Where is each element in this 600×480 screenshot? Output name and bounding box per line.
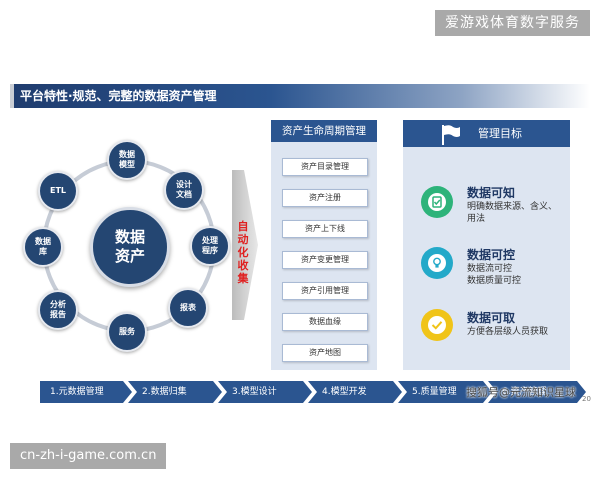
page-number: 20 bbox=[582, 395, 591, 403]
process-step: 5.质量管理 bbox=[398, 381, 492, 403]
process-step: 1.元数据管理 bbox=[40, 381, 132, 403]
node-design-doc: 设计文档 bbox=[164, 170, 204, 210]
node-database: 数据库 bbox=[23, 227, 63, 267]
process-step: 3.模型设计 bbox=[218, 381, 312, 403]
lifecycle-item: 资产地图 bbox=[282, 344, 368, 362]
lightbulb-icon bbox=[421, 247, 453, 279]
process-step: 6.资产管理 bbox=[488, 381, 586, 403]
lifecycle-item: 数据血缘 bbox=[282, 313, 368, 331]
page-title: 平台特性·规范、完整的数据资产管理 bbox=[20, 89, 217, 103]
auto-collect-arrow bbox=[232, 170, 258, 320]
goal-desc: 方便各层级人员获取 bbox=[467, 327, 549, 337]
lifecycle-item: 资产目录管理 bbox=[282, 158, 368, 176]
process-step: 4.模型开发 bbox=[308, 381, 402, 403]
flag-icon bbox=[442, 125, 460, 145]
goals-title: 管理目标 bbox=[478, 127, 522, 140]
center-node-data-assets: 数据资产 bbox=[90, 207, 170, 287]
title-accent bbox=[10, 84, 14, 108]
lifecycle-item: 资产注册 bbox=[282, 189, 368, 207]
node-data-model: 数据模型 bbox=[107, 140, 147, 180]
goal-title: 数据可控 bbox=[467, 248, 516, 262]
lifecycle-item: 资产引用管理 bbox=[282, 282, 368, 300]
node-etl: ETL bbox=[38, 171, 78, 211]
top-watermark: 爱游戏体育数字服务 bbox=[435, 10, 590, 36]
node-analysis-report: 分析报告 bbox=[38, 290, 78, 330]
lifecycle-header: 资产生命周期管理 bbox=[271, 120, 377, 142]
goal-desc: 明确数据来源、含义、用法 bbox=[467, 202, 558, 224]
goal-title: 数据可知 bbox=[467, 186, 516, 200]
lifecycle-item: 资产上下线 bbox=[282, 220, 368, 238]
goals-header bbox=[403, 120, 570, 147]
lifecycle-item: 资产变更管理 bbox=[282, 251, 368, 269]
document-check-icon bbox=[421, 186, 453, 218]
goal-title: 数据可取 bbox=[467, 311, 516, 325]
process-step: 2.数据归集 bbox=[128, 381, 222, 403]
title-bar bbox=[10, 84, 590, 108]
goal-desc: 数据流可控数据质量可控 bbox=[467, 264, 522, 286]
checkmark-icon bbox=[421, 309, 453, 341]
node-report: 报表 bbox=[168, 288, 208, 328]
node-processing-program: 处理程序 bbox=[190, 226, 230, 266]
bottom-watermark: cn-zh-i-game.com.cn bbox=[10, 443, 167, 469]
node-service: 服务 bbox=[107, 312, 147, 352]
auto-collect-label: 自动化收集 bbox=[237, 220, 249, 285]
process-bar: 1.元数据管理 2.数据归集 3.模型设计 4.模型开发 5.质量管理 6.资产… bbox=[40, 381, 600, 403]
source-watermark: 搜狐号@元流知识星球 bbox=[466, 386, 576, 399]
